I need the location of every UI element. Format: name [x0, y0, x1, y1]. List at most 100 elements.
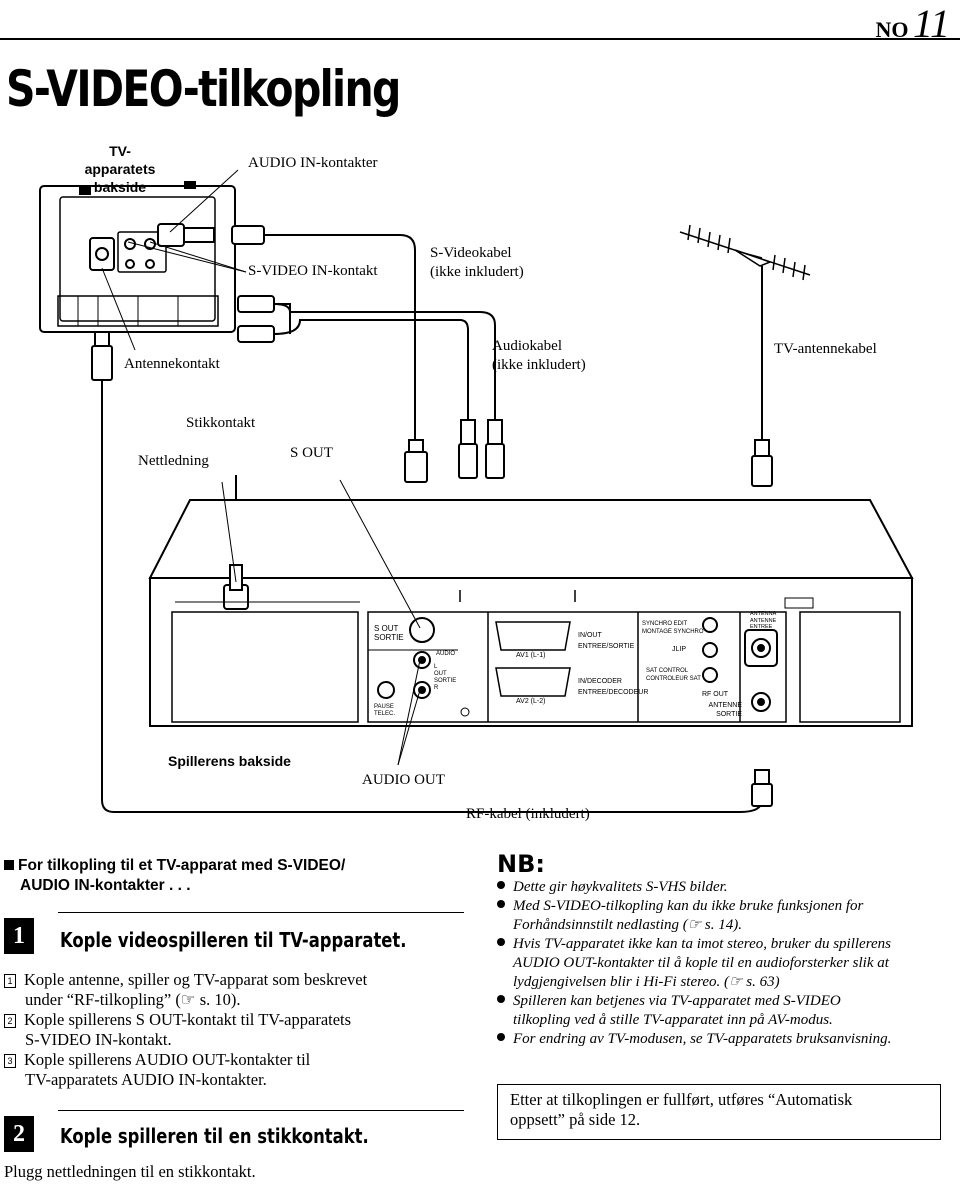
nb-item-3-line3: lydgjengivelsen blir i Hi-Fi stereo. (☞ … [513, 974, 780, 990]
autosetup-note-line1: Etter at tilkoplingen er fullført, utfør… [510, 1090, 853, 1109]
tv-back-label-line1: TV-apparatets [84, 143, 156, 177]
audio-in-label: AUDIO IN-kontakter [248, 155, 378, 171]
panel-rf-out: RF OUT [702, 690, 728, 699]
player-back-label: Spillerens bakside [168, 753, 291, 769]
panel-entree-text: ENTREE [750, 624, 773, 630]
panel-pause-text: PAUSE [374, 704, 394, 710]
tv-antenna-drawing [679, 224, 811, 281]
panel-sortie2: SORTIE [434, 678, 457, 684]
autosetup-note-line2: oppsett” på side 12. [510, 1110, 641, 1129]
nb-item-2-line1: Med S-VIDEO-tilkopling kan du ikke bruke… [513, 898, 864, 914]
step1-number: 1 [4, 918, 34, 954]
header-rule [0, 38, 960, 40]
step2-number: 2 [4, 1116, 34, 1152]
panel-audio: AUDIO [436, 651, 456, 657]
panel-l: L [434, 664, 438, 670]
panel-av2: AV2 (L-2) [516, 698, 546, 705]
svideo-in-label: S-VIDEO IN-kontakt [248, 263, 378, 279]
vcr-drawing [148, 499, 914, 727]
panel-in-decoder: IN/DECODER ENTREE/DECODEUR [578, 676, 648, 698]
tv-back-drawing [39, 181, 236, 333]
svideo-cable-line2: (ikke inkludert) [430, 264, 524, 280]
step1-item-3-line2: TV-apparatets AUDIO IN-kontakter. [25, 1070, 267, 1089]
intro-line1: For tilkopling til et TV-apparat med S-V… [18, 857, 346, 874]
sub-number-2: 2 [4, 1014, 16, 1028]
svideo-cable-label: S-Videokabel (ikke inkludert) [430, 244, 524, 282]
panel-r: R [434, 685, 439, 691]
panel-pause: PAUSE TELEC. [374, 704, 395, 718]
panel-sortie-text: SORTIE [374, 633, 404, 642]
panel-sortie3-text: SORTIE [716, 711, 742, 718]
sub-number-3: 3 [4, 1054, 16, 1068]
bullet-icon [497, 938, 505, 946]
panel-antenne-text: ANTENNE [750, 617, 777, 624]
nb-item-2: Med S-VIDEO-tilkopling kan du ikke bruke… [497, 897, 891, 916]
panel-entree-decodeur: ENTREE/DECODEUR [578, 689, 649, 696]
panel-antenna-text: ANTENNA [750, 611, 777, 617]
language-code: NO [875, 17, 909, 42]
svideo-cable-line1: S-Videokabel [430, 245, 512, 261]
panel-telec-text: TELEC. [374, 711, 396, 717]
nb-item-3: Hvis TV-apparatet ikke kan ta imot stere… [497, 935, 891, 954]
panel-in-out-text: IN/OUT [578, 632, 602, 639]
audio-out-label: AUDIO OUT [362, 772, 445, 788]
bullet-icon [497, 1033, 505, 1041]
panel-synchro-edit: SYNCHRO EDIT [642, 621, 688, 627]
bullet-icon [497, 995, 505, 1003]
panel-sat-control: SAT CONTROL [646, 668, 689, 674]
nb-item-3-line2: AUDIO OUT-kontakter til å kople til en a… [513, 955, 889, 971]
power-cord-label: Nettledning [138, 453, 209, 469]
nb-heading: NB: [497, 850, 545, 878]
step2-body: Plugg nettledningen til en stikkontakt. [4, 1162, 256, 1181]
nb-item-3-line1: Hvis TV-apparatet ikke kan ta imot stere… [513, 936, 891, 952]
step1-item-3: 3 Kople spillerens AUDIO OUT-kontakter ti… [4, 1050, 367, 1070]
step2-title: Kople spilleren til en stikkontakt. [60, 1124, 369, 1148]
step1-item-1-line1: Kople antenne, spiller og TV-apparat som… [24, 970, 368, 989]
nb-item-4-line1: Spilleren kan betjenes via TV-apparatet … [513, 993, 841, 1009]
nb-item-2-line2: Forhåndsinnstilt nedlasting (☞ s. 14). [513, 917, 743, 933]
outlet-label: Stikkontakt [186, 415, 256, 431]
audio-cable-line2: (ikke inkludert) [492, 357, 586, 373]
tv-back-label: TV-apparatets bakside [74, 142, 166, 196]
page-title: S-VIDEO-tilkopling [6, 60, 401, 118]
panel-sat: SAT CONTROL CONTROLEUR SAT [646, 667, 701, 683]
step1-rule [58, 912, 464, 913]
bullet-icon [497, 900, 505, 908]
panel-s-out-text: S OUT [374, 624, 399, 633]
nb-item-4: Spilleren kan betjenes via TV-apparatet … [497, 992, 891, 1011]
panel-av1: AV1 (L-1) [516, 652, 546, 659]
tv-back-label-line2: bakside [93, 179, 147, 195]
nb-item-1-line1: Dette gir høykvalitets S-VHS bilder. [513, 879, 728, 895]
step1-item-2-line1: Kople spillerens S OUT-kontakt til TV-ap… [24, 1010, 352, 1029]
panel-in-decoder-text: IN/DECODER [578, 678, 622, 685]
nb-item-4-line2: tilkopling ved å stille TV-apparatet inn… [513, 1012, 833, 1028]
tv-antenna-cable-label: TV-antennekabel [774, 341, 877, 357]
bullet-icon [497, 881, 505, 889]
step1-item-2-line2: S-VIDEO IN-kontakt. [25, 1030, 172, 1049]
audio-cable-label: Audiokabel (ikke inkludert) [492, 337, 586, 375]
panel-in-out: IN/OUT ENTREE/SORTIE [578, 630, 634, 652]
panel-rf-out-text: RF OUT [702, 691, 729, 698]
intro-heading: For tilkopling til et TV-apparat med S-V… [4, 856, 345, 896]
step2-rule [58, 1110, 464, 1111]
nb-item-5: For endring av TV-modusen, se TV-apparat… [497, 1030, 891, 1049]
square-bullet-icon [4, 860, 14, 870]
nb-item-5-line1: For endring av TV-modusen, se TV-apparat… [513, 1031, 892, 1047]
panel-controleur-sat: CONTROLEUR SAT [646, 676, 701, 682]
panel-montage-synchro: MONTAGE SYNCHRO [642, 629, 704, 635]
audio-cable-line1: Audiokabel [492, 338, 562, 354]
nb-list: Dette gir høykvalitets S-VHS bilder. Med… [497, 878, 891, 1049]
step1-item-2: 2 Kople spillerens S OUT-kontakt til TV-a… [4, 1010, 367, 1030]
step1-title: Kople videospilleren til TV-apparatet. [60, 928, 407, 952]
step1-item-1-line2: under “RF-tilkopling” (☞ s. 10). [25, 990, 241, 1009]
panel-jlip: JLIP [672, 646, 687, 653]
autosetup-note-box: Etter at tilkoplingen er fullført, utfør… [497, 1084, 941, 1140]
rf-cable-label: RF-kabel (inkludert) [466, 806, 590, 822]
panel-out: OUT [434, 671, 447, 677]
step1-item-3-line1: Kople spillerens AUDIO OUT-kontakter til [24, 1050, 311, 1069]
panel-audio-out: L OUT SORTIE R [434, 664, 456, 692]
panel-antenne-out-text: ANTENNE [708, 702, 742, 709]
s-out-label: S OUT [290, 445, 333, 461]
